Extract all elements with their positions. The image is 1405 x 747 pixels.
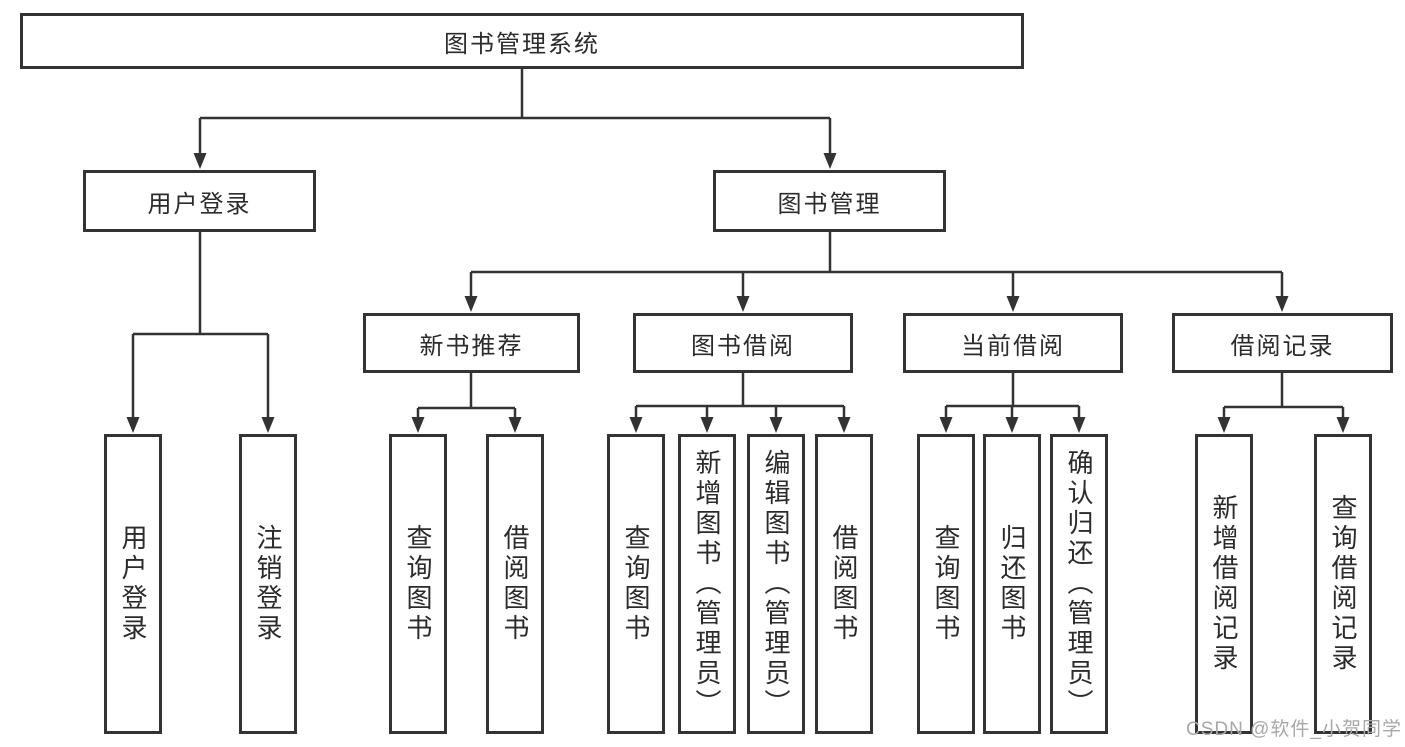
leaf-borrow-edit-books-admin-label: 编辑图书（管理员）: [761, 449, 791, 719]
leaf-current-query-books: 查询图书: [917, 434, 975, 734]
leaf-current-return-books: 归还图书: [983, 434, 1041, 734]
node-borrow-records: 借阅记录: [1172, 313, 1393, 373]
node-book-management-label: 图书管理: [777, 190, 882, 218]
leaf-borrow-add-books-admin-label: 新增图书（管理员）: [692, 449, 722, 719]
leaf-borrow-borrow-books: 借阅图书: [815, 434, 873, 734]
connector-paths: [131, 69, 1345, 420]
leaf-record-query-borrow-record-label: 查询借阅记录: [1328, 494, 1358, 674]
leaf-current-confirm-return-admin: 确认归还（管理员）: [1050, 434, 1108, 734]
leaf-user-login: 用户登录: [104, 434, 162, 734]
leaf-record-add-borrow-record: 新增借阅记录: [1195, 434, 1253, 734]
leaf-borrow-query-books-label: 查询图书: [621, 524, 651, 644]
leaf-logout: 注销登录: [239, 434, 297, 734]
node-borrow-records-label: 借阅记录: [1230, 332, 1335, 360]
leaf-borrow-borrow-books-label: 借阅图书: [829, 524, 859, 644]
watermark: CSDN @软件_小贺同学: [1186, 719, 1402, 740]
node-current-borrow: 当前借阅: [903, 313, 1123, 373]
leaf-record-query-borrow-record: 查询借阅记录: [1314, 434, 1372, 734]
leaf-current-query-books-label: 查询图书: [931, 524, 961, 644]
leaf-borrow-add-books-admin: 新增图书（管理员）: [678, 434, 736, 734]
node-user-login: 用户登录: [83, 170, 316, 232]
leaf-borrow-edit-books-admin: 编辑图书（管理员）: [747, 434, 805, 734]
leaf-logout-label: 注销登录: [253, 524, 283, 644]
leaf-current-return-books-label: 归还图书: [997, 524, 1027, 644]
node-current-borrow-label: 当前借阅: [961, 332, 1065, 360]
leaf-current-confirm-return-admin-label: 确认归还（管理员）: [1064, 449, 1094, 719]
node-book-borrow-label: 图书借阅: [691, 332, 795, 360]
leaf-recommend-query-books-label: 查询图书: [403, 524, 433, 644]
node-library-management-system: 图书管理系统: [20, 13, 1024, 69]
leaf-record-add-borrow-record-label: 新增借阅记录: [1209, 494, 1239, 674]
node-user-login-label: 用户登录: [147, 190, 252, 218]
leaf-borrow-query-books: 查询图书: [607, 434, 665, 734]
node-new-book-recommend-label: 新书推荐: [419, 332, 524, 360]
node-new-book-recommend: 新书推荐: [363, 313, 580, 373]
leaf-recommend-query-books: 查询图书: [389, 434, 447, 734]
node-book-borrow: 图书借阅: [633, 313, 853, 373]
node-book-management: 图书管理: [713, 170, 946, 232]
leaf-user-login-label: 用户登录: [118, 524, 148, 644]
leaf-recommend-borrow-books-label: 借阅图书: [500, 524, 530, 644]
node-library-management-system-label: 图书管理系统: [444, 30, 600, 58]
connector-arrowheads: [126, 153, 1350, 433]
leaf-recommend-borrow-books: 借阅图书: [486, 434, 544, 734]
